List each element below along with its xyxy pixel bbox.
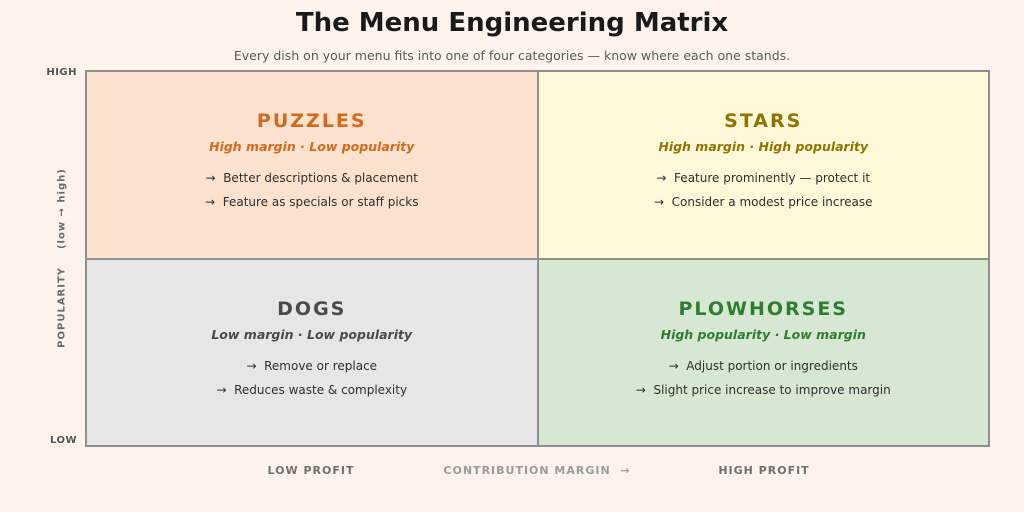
page-title: The Menu Engineering Matrix bbox=[295, 8, 729, 38]
quadrant-plowhorses-heading: PLOWHORSES bbox=[678, 297, 848, 320]
quadrant-puzzles: PUZZLES High margin · Low popularity → B… bbox=[87, 72, 537, 258]
page-subtitle: Every dish on your menu fits into one of… bbox=[233, 48, 791, 63]
quadrant-dogs-tagline: Low margin · Low popularity bbox=[211, 326, 413, 342]
tip-item: → Slight price increase to improve margi… bbox=[635, 382, 891, 397]
tip-item: → Better descriptions & placement bbox=[205, 171, 418, 185]
quadrant-dogs: DOGS Low margin · Low popularity → Remov… bbox=[87, 259, 537, 445]
quadrant-stars-heading: STARS bbox=[724, 110, 803, 132]
quadrant-plowhorses-tips: → Adjust portion or ingredients → Slight… bbox=[636, 359, 891, 407]
y-axis-low-tick: LOW bbox=[49, 435, 77, 446]
quadrant-stars-tips: → Feature prominently — protect it → Con… bbox=[654, 171, 873, 219]
x-axis-contribution-margin-label: CONTRIBUTION MARGIN → bbox=[443, 464, 631, 477]
quadrant-puzzles-heading: PUZZLES bbox=[256, 110, 367, 132]
x-axis-low-profit-label: LOW PROFIT bbox=[267, 464, 355, 477]
tip-item: → Feature prominently — protect it bbox=[656, 171, 871, 185]
quadrant-dogs-heading: DOGS bbox=[277, 297, 347, 320]
quadrant-puzzles-tagline: High margin · Low popularity bbox=[209, 139, 415, 154]
quadrant-matrix: PUZZLES High margin · Low popularity → B… bbox=[85, 70, 990, 447]
quadrant-stars: STARS High margin · High popularity → Fe… bbox=[538, 72, 988, 258]
tip-item: → Reduces waste & complexity bbox=[216, 382, 408, 397]
tip-item: → Feature as specials or staff picks bbox=[205, 195, 419, 209]
quadrant-plowhorses-tagline: High popularity · Low margin bbox=[660, 326, 866, 342]
tip-item: → Consider a modest price increase bbox=[653, 195, 873, 209]
y-axis-title: POPULARITY (low → high) bbox=[56, 168, 68, 348]
tip-item: → Adjust portion or ingredients bbox=[668, 358, 858, 373]
x-axis-high-profit-label: HIGH PROFIT bbox=[718, 464, 810, 477]
quadrant-plowhorses: PLOWHORSES High popularity · Low margin … bbox=[538, 259, 988, 445]
quadrant-dogs-tips: → Remove or replace → Reduces waste & co… bbox=[216, 359, 407, 407]
quadrant-puzzles-tips: → Better descriptions & placement → Feat… bbox=[205, 171, 418, 219]
y-axis-high-tick: HIGH bbox=[46, 67, 77, 78]
tip-item: → Remove or replace bbox=[246, 358, 378, 373]
quadrant-stars-tagline: High margin · High popularity bbox=[658, 139, 869, 154]
